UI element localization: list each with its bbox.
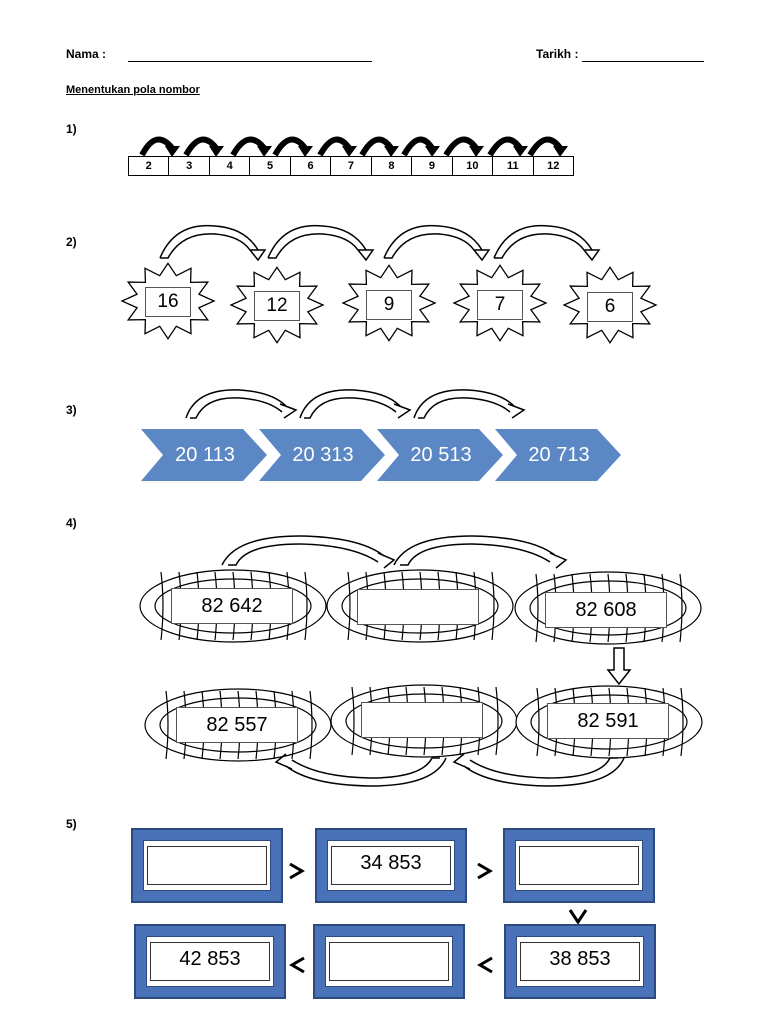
q2-curved-arrows xyxy=(159,224,601,262)
q3-chevrons xyxy=(141,429,621,481)
q4-ball-value: 82 591 xyxy=(547,703,669,739)
q2-star-value: 16 xyxy=(145,287,191,317)
q5-frame xyxy=(313,924,465,999)
q5-frame: 42 853 xyxy=(134,924,286,999)
name-label: Nama : xyxy=(66,47,107,61)
q3-chevron-value: 20 313 xyxy=(292,444,354,466)
q3-chevron-value: 20 713 xyxy=(528,444,590,466)
q1-number-cell: 6 xyxy=(289,157,330,175)
question-2-number: 2) xyxy=(66,235,77,249)
q1-number-cell: 2 xyxy=(145,160,152,172)
q4-ball-value: 82 642 xyxy=(171,588,293,624)
q5-frame: 38 853 xyxy=(504,924,656,999)
q4-arrows-bottom xyxy=(274,753,625,787)
q1-number-cell: 12 xyxy=(532,157,573,175)
q1-number-cell: 10 xyxy=(451,157,492,175)
q1-number-cell: 9 xyxy=(411,157,451,175)
q3-chevron-value: 20 513 xyxy=(410,444,472,466)
q5-frame xyxy=(503,828,655,903)
q2-star-value: 9 xyxy=(366,290,412,320)
q5-value-box: 42 853 xyxy=(150,942,270,981)
question-3-number: 3) xyxy=(66,403,77,417)
q5-answer-box[interactable] xyxy=(329,942,449,981)
q1-number-cell: 4 xyxy=(208,157,249,175)
q1-number-cell: 5 xyxy=(249,157,289,175)
question-4-number: 4) xyxy=(66,516,77,530)
q5-value-box: 38 853 xyxy=(520,942,640,981)
q4-ball-value: 82 608 xyxy=(545,592,667,628)
question-5-number: 5) xyxy=(66,817,77,831)
q3-curved-arrows xyxy=(185,389,526,419)
q5-answer-box[interactable] xyxy=(147,846,267,885)
date-label: Tarikh : xyxy=(536,47,579,61)
date-line[interactable] xyxy=(582,61,704,62)
q5-frame xyxy=(131,828,283,903)
q1-hop-arrows xyxy=(139,136,563,157)
q4-ball-answer-box[interactable] xyxy=(357,589,479,625)
q4-ball-answer-box[interactable] xyxy=(361,702,483,738)
q1-hop-arrowheads xyxy=(165,146,568,157)
q4-down-arrow xyxy=(606,647,632,686)
q1-number-cell: 11 xyxy=(492,157,532,175)
question-1-number: 1) xyxy=(66,122,77,136)
worksheet-title: Menentukan pola nombor xyxy=(66,84,200,96)
q2-star-value: 12 xyxy=(254,291,300,321)
q4-ball-value: 82 557 xyxy=(176,707,298,743)
q1-number-cell: 8 xyxy=(370,157,411,175)
q5-value-box: 34 853 xyxy=(331,846,451,885)
name-line[interactable] xyxy=(128,61,372,62)
q5-answer-box[interactable] xyxy=(519,846,639,885)
q4-arrows-top xyxy=(221,535,568,569)
q5-arrows xyxy=(289,862,588,974)
q2-star-value: 7 xyxy=(477,290,523,320)
q1-number-cell: 7 xyxy=(330,157,370,175)
q5-frame: 34 853 xyxy=(315,828,467,903)
q2-star-value: 6 xyxy=(587,292,633,322)
q3-chevron-value: 20 113 xyxy=(175,444,235,466)
q1-number-cell: 3 xyxy=(168,157,208,175)
